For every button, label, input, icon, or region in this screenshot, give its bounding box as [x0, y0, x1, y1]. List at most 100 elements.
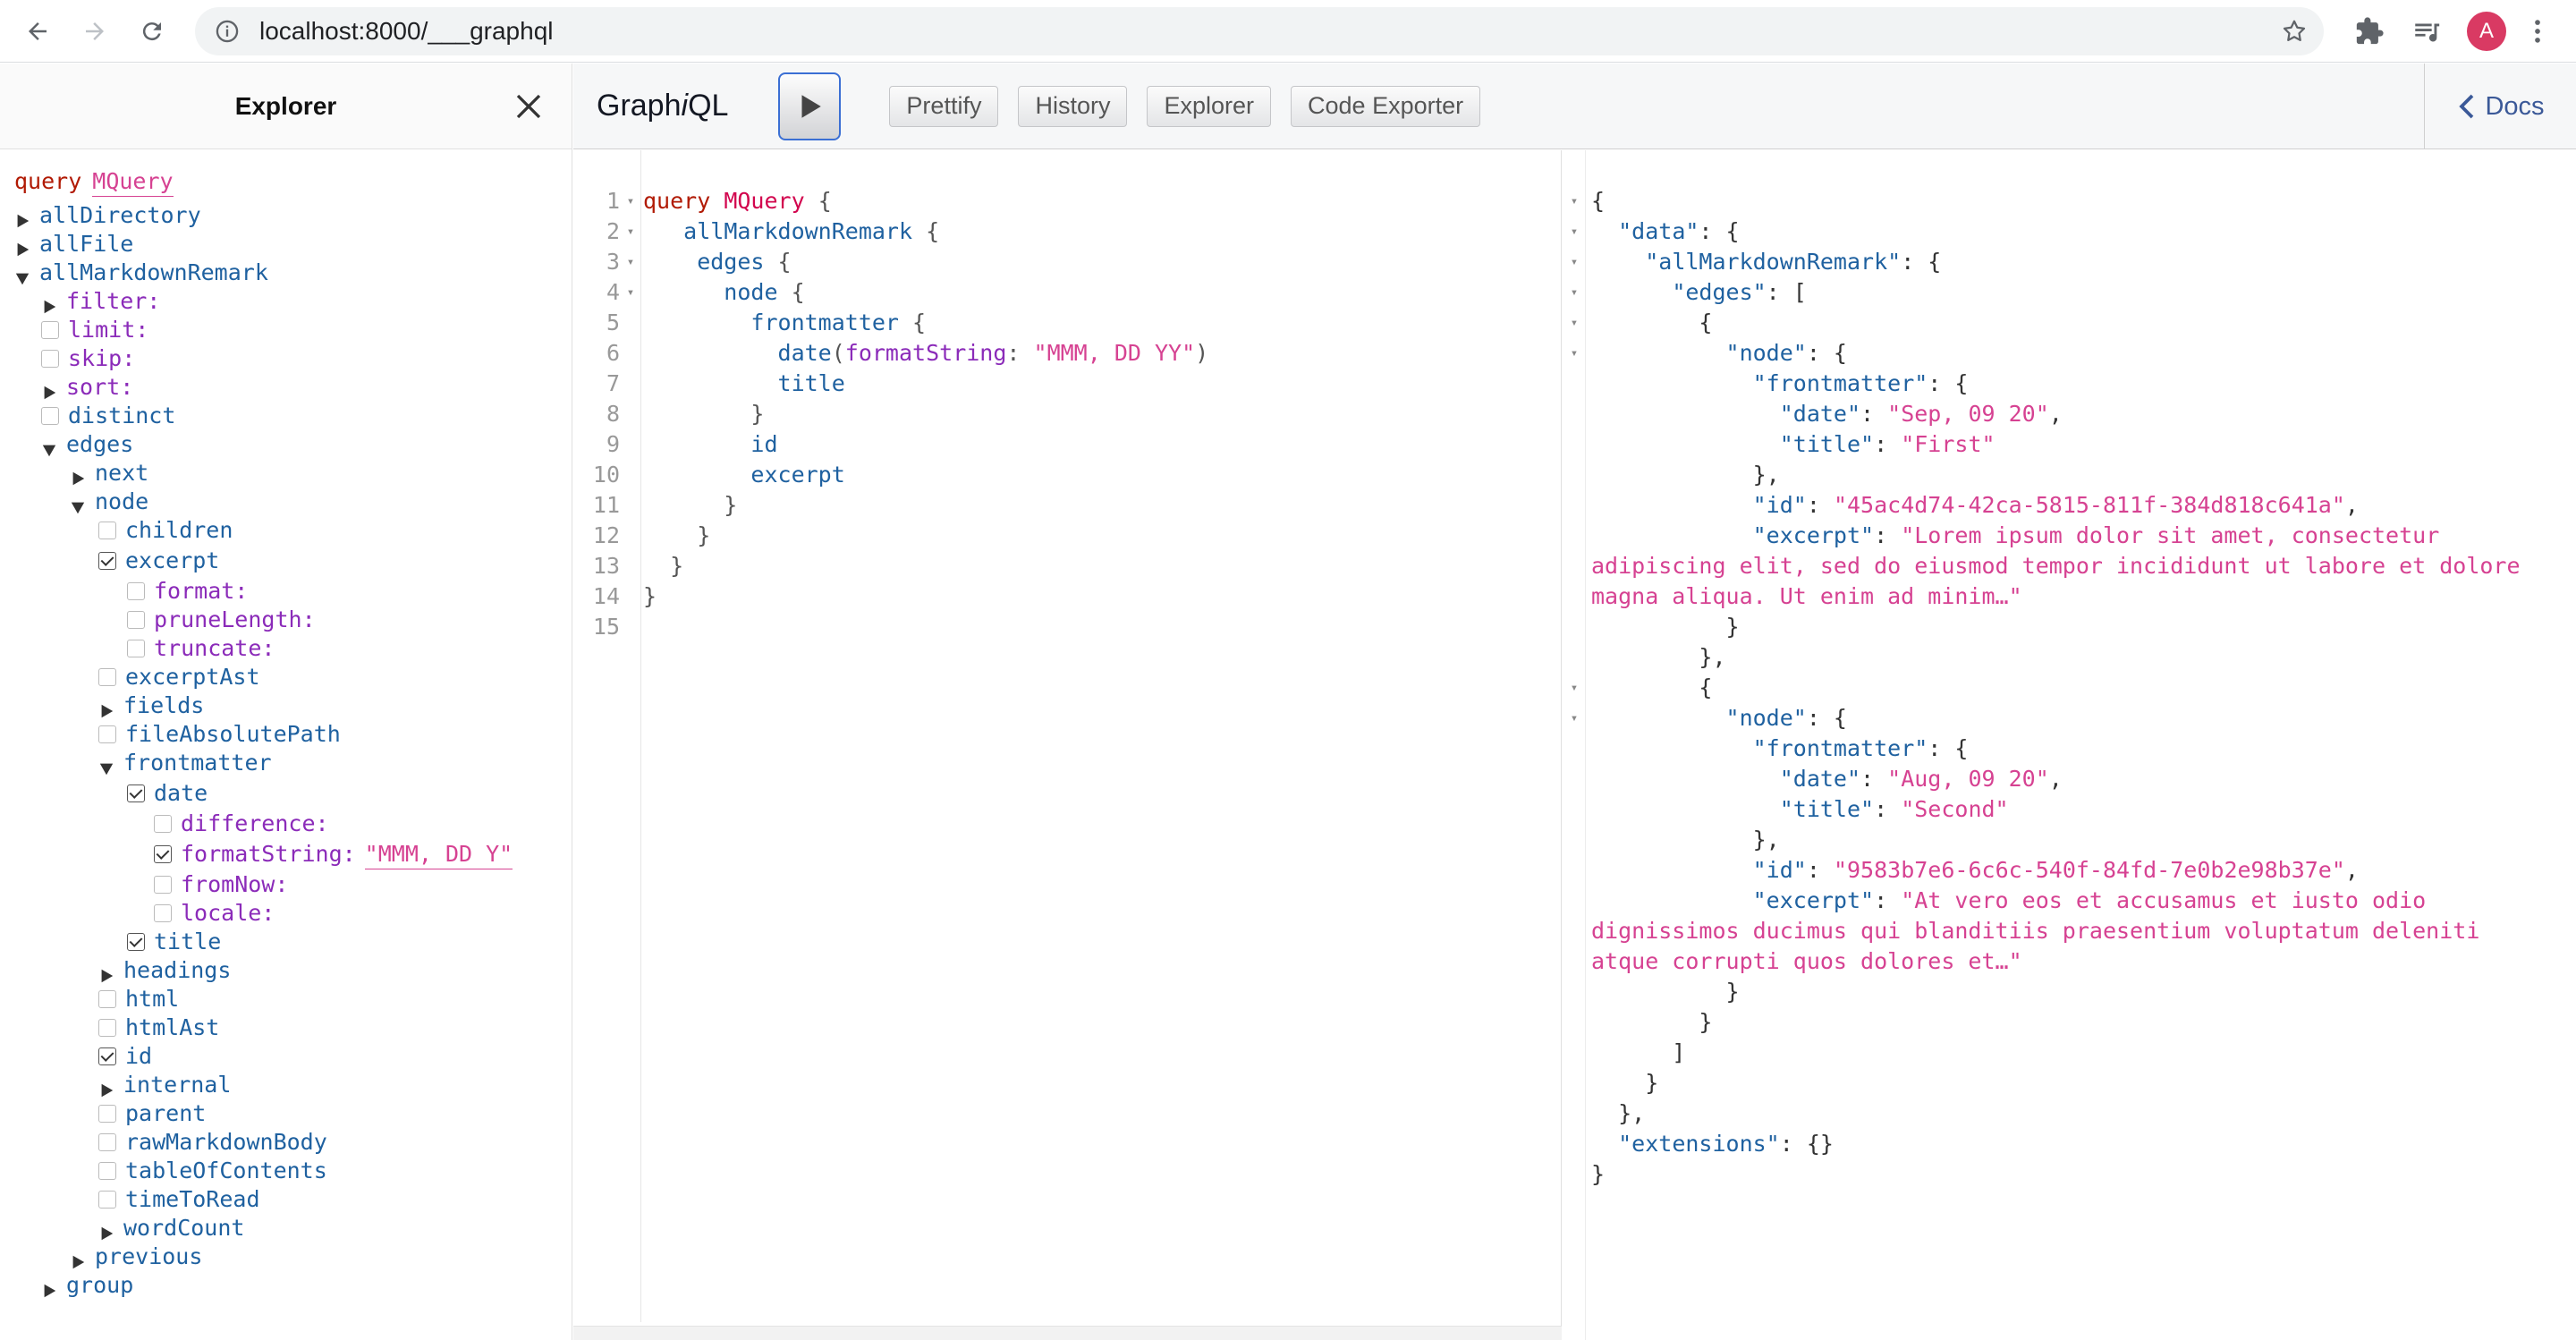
explorer-node-label[interactable]: excerptAst [125, 664, 260, 690]
code-line[interactable]: 6 date(formatString: "MMM, DD YY") [573, 338, 1562, 369]
code-line[interactable]: 10 excerpt [573, 460, 1562, 490]
explorer-node-fromnow[interactable]: fromNow: [14, 870, 572, 899]
caret-right-icon[interactable] [41, 293, 57, 314]
code-line[interactable]: 14} [573, 581, 1562, 612]
explorer-node-label[interactable]: truncate: [154, 635, 275, 661]
explorer-node-difference[interactable]: difference: [14, 810, 572, 838]
explorer-node-label[interactable]: fileAbsolutePath [125, 721, 341, 747]
checkbox[interactable] [98, 1162, 116, 1180]
explorer-node-label[interactable]: excerpt [125, 547, 220, 573]
code-line[interactable]: 9 id [573, 429, 1562, 460]
code-line[interactable]: 5 frontmatter { [573, 308, 1562, 338]
explorer-node-title[interactable]: title [14, 928, 572, 956]
address-bar[interactable]: localhost:8000/___graphql [195, 7, 2324, 55]
explorer-node-label[interactable]: id [125, 1043, 153, 1069]
argument-value-input[interactable]: "MMM, DD Y" [364, 840, 513, 869]
history-button[interactable]: History [1018, 85, 1128, 127]
caret-right-icon[interactable] [14, 208, 30, 228]
caret-right-icon[interactable] [98, 1077, 114, 1098]
fold-arrow-icon[interactable]: ▾ [1570, 225, 1579, 239]
fold-arrow-icon[interactable]: ▾ [626, 285, 635, 300]
checkbox[interactable] [154, 904, 172, 922]
checkbox[interactable] [98, 522, 116, 539]
explorer-node-label[interactable]: timeToRead [125, 1186, 260, 1212]
code-exporter-button[interactable]: Code Exporter [1291, 85, 1481, 127]
info-icon[interactable] [215, 19, 240, 44]
code-line[interactable]: 3▾ edges { [573, 247, 1562, 277]
code-line[interactable]: 7 title [573, 369, 1562, 399]
explorer-node-label[interactable]: sort: [66, 374, 134, 400]
checkbox[interactable] [127, 611, 145, 629]
fold-arrow-icon[interactable]: ▾ [1570, 316, 1579, 330]
explorer-node-label[interactable]: allDirectory [39, 202, 201, 228]
reload-icon[interactable] [132, 12, 172, 51]
explorer-node-label[interactable]: date [154, 780, 208, 806]
fold-arrow-icon[interactable]: ▾ [626, 194, 635, 208]
explorer-node-allfile[interactable]: allFile [14, 230, 572, 259]
explorer-node-format[interactable]: format: [14, 577, 572, 606]
explorer-node-distinct[interactable]: distinct [14, 402, 572, 430]
explorer-node-truncate[interactable]: truncate: [14, 634, 572, 663]
caret-right-icon[interactable] [14, 236, 30, 257]
explorer-node-children[interactable]: children [14, 516, 572, 545]
fold-arrow-icon[interactable]: ▾ [1570, 346, 1579, 360]
explorer-node-headings[interactable]: headings [14, 956, 572, 985]
checkbox[interactable] [154, 876, 172, 894]
caret-right-icon[interactable] [41, 1277, 57, 1298]
checkbox[interactable] [98, 552, 116, 570]
close-icon[interactable] [513, 90, 545, 123]
explorer-node-node[interactable]: node [14, 488, 572, 516]
explorer-node-label[interactable]: format: [154, 578, 249, 604]
explorer-node-prunelength[interactable]: pruneLength: [14, 606, 572, 634]
checkbox[interactable] [154, 815, 172, 833]
checkbox[interactable] [127, 582, 145, 600]
caret-down-icon[interactable] [14, 265, 30, 285]
explorer-node-label[interactable]: allFile [39, 231, 134, 257]
explorer-node-tableofcontents[interactable]: tableOfContents [14, 1157, 572, 1185]
explorer-node-label[interactable]: fromNow: [181, 871, 289, 897]
fold-arrow-icon[interactable]: ▾ [1570, 681, 1579, 695]
browser-menu-icon[interactable] [2522, 16, 2553, 47]
url-text[interactable]: localhost:8000/___graphql [259, 17, 554, 45]
explorer-node-label[interactable]: title [154, 929, 222, 954]
explorer-node-timetoread[interactable]: timeToRead [14, 1185, 572, 1214]
explorer-node-label[interactable]: previous [95, 1243, 203, 1269]
explorer-node-formatstring[interactable]: formatString:"MMM, DD Y" [14, 838, 572, 870]
explorer-node-filter[interactable]: filter: [14, 287, 572, 316]
explorer-node-label[interactable]: group [66, 1272, 134, 1298]
checkbox[interactable] [98, 1105, 116, 1123]
forward-icon[interactable] [75, 12, 114, 51]
fold-arrow-icon[interactable]: ▾ [1570, 255, 1579, 269]
explorer-node-label[interactable]: html [125, 986, 180, 1012]
query-editor[interactable]: 1▾query MQuery {2▾ allMarkdownRemark {3▾… [573, 150, 1562, 1340]
explorer-node-label[interactable]: internal [123, 1072, 232, 1098]
explorer-node-label[interactable]: frontmatter [123, 750, 272, 776]
explorer-node-label[interactable]: fields [123, 692, 205, 718]
docs-button[interactable]: Docs [2424, 64, 2576, 149]
prettify-button[interactable]: Prettify [889, 85, 999, 127]
checkbox[interactable] [41, 321, 59, 339]
caret-down-icon[interactable] [41, 437, 57, 457]
caret-down-icon[interactable] [98, 755, 114, 776]
explorer-node-rawmarkdownbody[interactable]: rawMarkdownBody [14, 1128, 572, 1157]
checkbox[interactable] [98, 1019, 116, 1037]
explorer-node-frontmatter[interactable]: frontmatter [14, 749, 572, 777]
explorer-node-label[interactable]: children [125, 517, 233, 543]
explorer-node-wordcount[interactable]: wordCount [14, 1214, 572, 1242]
explorer-node-previous[interactable]: previous [14, 1242, 572, 1271]
checkbox[interactable] [154, 845, 172, 863]
horizontal-scrollbar[interactable] [573, 1326, 1562, 1340]
explorer-node-label[interactable]: limit: [68, 317, 149, 343]
explorer-node-label[interactable]: edges [66, 431, 134, 457]
explorer-node-fileabsolutepath[interactable]: fileAbsolutePath [14, 720, 572, 749]
checkbox[interactable] [127, 784, 145, 802]
extensions-puzzle-icon[interactable] [2354, 16, 2385, 47]
explorer-button[interactable]: Explorer [1147, 85, 1272, 127]
explorer-node-id[interactable]: id [14, 1042, 572, 1071]
code-line[interactable]: 4▾ node { [573, 277, 1562, 308]
caret-down-icon[interactable] [70, 494, 86, 514]
operation-name-input[interactable]: MQuery [92, 167, 174, 197]
fold-arrow-icon[interactable]: ▾ [626, 255, 635, 269]
explorer-node-label[interactable]: tableOfContents [125, 1158, 327, 1183]
explorer-node-parent[interactable]: parent [14, 1099, 572, 1128]
